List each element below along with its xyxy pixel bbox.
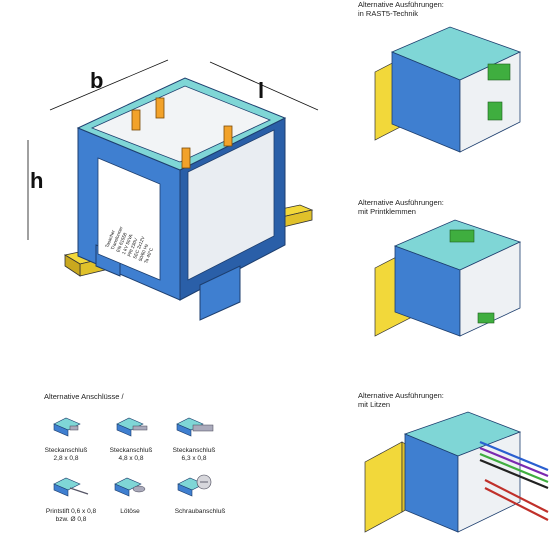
label-line: 50/60 Hz — [138, 242, 150, 262]
caption-line: Steckanschluß — [172, 447, 216, 454]
dimension-l: l — [258, 78, 264, 103]
caption-line: Steckanschluß — [109, 447, 153, 454]
connections-title: Alternative Anschlüsse / — [44, 392, 124, 401]
connection-caption: Printstift 0,6 x 0,8 bzw. Ø 0,8 — [30, 508, 112, 523]
connection-caption: Schraubanschluß — [164, 508, 236, 516]
caption-line: Steckanschluß — [44, 447, 88, 454]
variant-print-caption: Alternative Ausführungen: mit Printklemm… — [358, 198, 444, 216]
print-pin-icon — [53, 477, 89, 497]
wire-leads — [479, 440, 549, 521]
rating-label: Tasacher Transformer EN 61558 1 kV 50VA … — [97, 157, 161, 281]
caption-line: mit Litzen — [358, 399, 391, 409]
solder-lug-icon — [114, 477, 146, 497]
tab-2-8-icon — [53, 417, 81, 437]
caption-line: mit Printklemmen — [358, 206, 416, 216]
caption-line: Alternative Ausführungen: — [358, 198, 444, 207]
main-transformer-diagram: Tasacher Transformer EN 61558 1 kV 50VA … — [27, 59, 319, 321]
caption-line: bzw. Ø 0,8 — [55, 515, 87, 523]
caption-line: 4,8 x 0,8 — [118, 454, 144, 462]
caption-line: Alternative Ausführungen: — [358, 391, 444, 400]
caption-line: in RAST5-Technik — [358, 8, 419, 18]
connection-caption: Steckanschluß 6,3 x 0,8 — [158, 447, 230, 462]
tab-6-3-icon — [176, 417, 214, 437]
caption-line: 6,3 x 0,8 — [181, 454, 207, 462]
connection-caption: Lötöse — [100, 508, 160, 516]
dimension-b: b — [90, 68, 103, 93]
caption-line: 2,8 x 0,8 — [53, 454, 79, 462]
tab-terminals — [131, 97, 233, 169]
caption-line: Schraubanschluß — [174, 508, 226, 515]
caption-line: Printstift 0,6 x 0,8 — [45, 508, 97, 515]
dimension-lines — [27, 59, 319, 240]
variant-print-image — [374, 219, 522, 337]
variant-rast5-caption: Alternative Ausführungen: in RAST5-Techn… — [358, 0, 444, 18]
tab-4-8-icon — [116, 417, 148, 437]
caption-line: Alternative Ausführungen: — [358, 0, 444, 9]
variant-rast5-image — [374, 26, 522, 153]
label-line: Tasacher — [104, 229, 116, 249]
caption-line: Lötöse — [120, 508, 140, 515]
dimension-h: h — [30, 168, 43, 193]
label-line: Ta 40°C — [143, 246, 154, 264]
connection-caption: Steckanschluß 4,8 x 0,8 — [95, 447, 167, 462]
screw-terminal-icon — [177, 474, 212, 497]
variant-litzen-caption: Alternative Ausführungen: mit Litzen — [358, 391, 444, 409]
svg-text:Tasacher Transformer: Tasacher Transformer EN 61558 1 kV 50VA … — [104, 222, 157, 264]
connection-caption: Steckanschluß 2,8 x 0,8 — [30, 447, 102, 462]
variant-litzen-image — [364, 411, 549, 533]
